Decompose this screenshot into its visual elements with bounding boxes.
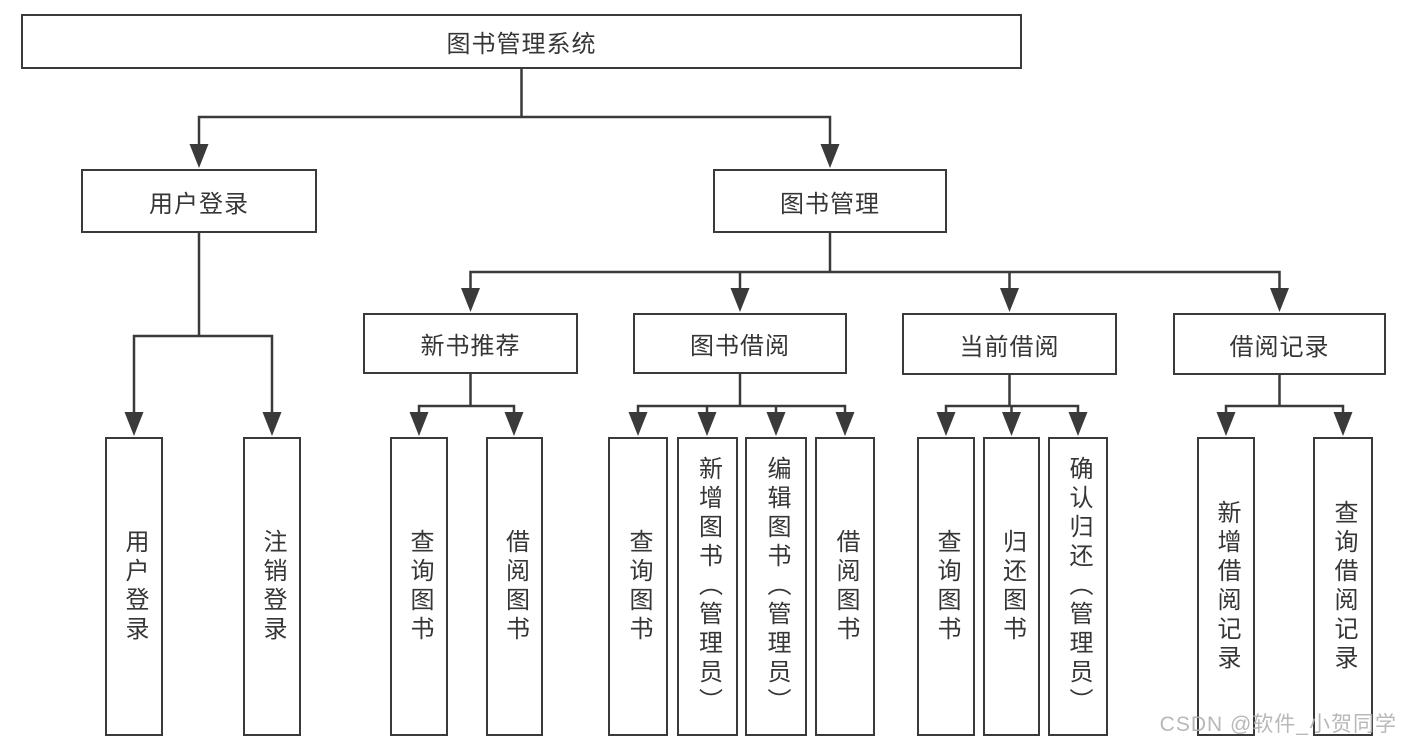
node-root-label: 图书管理系统 — [446, 31, 597, 58]
leaf-query-borrow-record: 查询借阅记录 — [1313, 437, 1373, 736]
leaf-query-books-2: 查询图书 — [608, 437, 668, 736]
node-borrowing-records-label: 借阅记录 — [1229, 333, 1330, 361]
leaf-query-borrow-record-label: 查询借阅记录 — [1330, 499, 1357, 674]
leaf-query-books-2-label: 查询图书 — [625, 528, 652, 645]
leaf-query-books-1-label: 查询图书 — [406, 528, 433, 645]
node-book-management-label: 图书管理 — [780, 190, 880, 218]
node-book-borrowing-label: 图书借阅 — [690, 333, 790, 360]
leaf-return-books-label: 归还图书 — [998, 528, 1026, 645]
leaf-logout: 注销登录 — [243, 437, 301, 736]
leaf-borrow-books-1: 借阅图书 — [486, 437, 543, 736]
leaf-borrow-books-2-label: 借阅图书 — [832, 528, 859, 645]
node-new-book-recommend-label: 新书推荐 — [420, 333, 521, 360]
csdn-watermark: CSDN @软件_小贺同学 — [1159, 713, 1397, 736]
leaf-edit-books-admin: 编辑图书（管理员） — [745, 437, 807, 736]
leaf-borrow-books-2: 借阅图书 — [815, 437, 875, 736]
node-user-login-label: 用户登录 — [149, 190, 249, 218]
leaf-edit-books-admin-label: 编辑图书（管理员） — [763, 456, 790, 717]
leaf-borrow-books-1-label: 借阅图书 — [501, 528, 529, 645]
tree-lines — [132, 69, 1345, 416]
node-current-borrowing-label: 当前借阅 — [959, 333, 1060, 361]
node-user-login: 用户登录 — [81, 169, 317, 233]
leaf-add-borrow-record: 新增借阅记录 — [1197, 437, 1255, 736]
leaf-query-books-1: 查询图书 — [390, 437, 448, 736]
leaf-query-books-3-label: 查询图书 — [933, 528, 960, 645]
leaf-user-login: 用户登录 — [105, 437, 163, 736]
leaf-add-borrow-record-label: 新增借阅记录 — [1213, 499, 1240, 674]
leaf-add-books-admin: 新增图书（管理员） — [677, 437, 738, 736]
node-book-borrowing: 图书借阅 — [633, 313, 847, 374]
leaf-logout-label: 注销登录 — [259, 528, 286, 645]
arrowheads — [124, 144, 1353, 436]
node-current-borrowing: 当前借阅 — [902, 313, 1117, 375]
node-book-management: 图书管理 — [713, 169, 947, 233]
leaf-return-books: 归还图书 — [983, 437, 1040, 736]
leaf-query-books-3: 查询图书 — [917, 437, 975, 736]
node-root: 图书管理系统 — [21, 14, 1022, 69]
leaf-confirm-return-admin-label: 确认归还（管理员） — [1065, 456, 1092, 717]
leaf-add-books-admin-label: 新增图书（管理员） — [694, 456, 722, 717]
leaf-user-login-label: 用户登录 — [121, 528, 148, 645]
node-borrowing-records: 借阅记录 — [1173, 313, 1386, 375]
node-new-book-recommend: 新书推荐 — [363, 313, 578, 374]
leaf-confirm-return-admin: 确认归还（管理员） — [1048, 437, 1108, 736]
